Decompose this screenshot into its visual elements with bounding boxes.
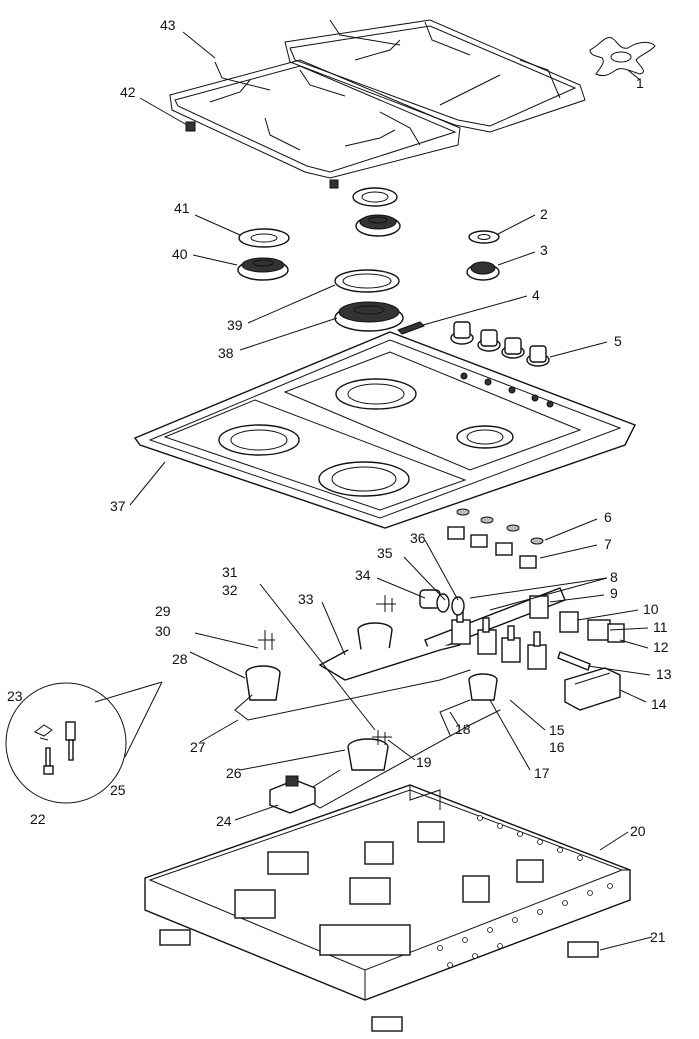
- callout-20: 20: [630, 823, 646, 839]
- callout-23: 23: [7, 688, 23, 704]
- foot: [159, 929, 191, 946]
- callout-labels: 1 2 3 4 5 6 7 8 9 10 11 12 13 14 15 16 1…: [7, 17, 672, 945]
- callout-18: 18: [455, 721, 471, 737]
- detail-inset: [5, 681, 163, 804]
- valve-springs-and-brackets: [447, 508, 544, 569]
- callout-36: 36: [410, 530, 426, 546]
- leader-lines: [129, 31, 653, 951]
- pan-support-grid: [169, 19, 586, 189]
- callout-11: 11: [653, 619, 668, 635]
- callout-8: 8: [610, 569, 618, 585]
- callout-24: 24: [216, 813, 232, 829]
- callout-30: 30: [155, 623, 171, 639]
- base-tray: [144, 784, 631, 1032]
- foot-21: [567, 941, 599, 958]
- callout-40: 40: [172, 246, 188, 262]
- callout-4: 4: [532, 287, 540, 303]
- callout-19: 19: [416, 754, 432, 770]
- callout-39: 39: [227, 317, 243, 333]
- callout-27: 27: [190, 739, 206, 755]
- callout-7: 7: [604, 536, 612, 552]
- callout-6: 6: [604, 509, 612, 525]
- callout-42: 42: [120, 84, 136, 100]
- callout-28: 28: [172, 651, 188, 667]
- callout-1: 1: [636, 75, 644, 91]
- callout-29: 29: [155, 603, 171, 619]
- callout-26: 26: [226, 765, 242, 781]
- hob-top-plate: [133, 331, 636, 529]
- callout-17: 17: [534, 765, 550, 781]
- burner-bodies-and-pipes: [234, 595, 501, 809]
- part-24: [269, 775, 316, 814]
- control-knobs: [450, 321, 550, 367]
- callout-38: 38: [218, 345, 234, 361]
- callout-37: 37: [110, 498, 126, 514]
- callout-31: 31: [222, 564, 238, 580]
- burner-caps: [237, 187, 500, 335]
- callout-22: 22: [30, 811, 46, 827]
- callout-9: 9: [610, 585, 618, 601]
- callout-25: 25: [110, 782, 126, 798]
- callout-32: 32: [222, 582, 238, 598]
- wok-support: [589, 36, 656, 77]
- callout-3: 3: [540, 242, 548, 258]
- callout-15: 15: [549, 722, 565, 738]
- callout-13: 13: [656, 666, 672, 682]
- callout-33: 33: [298, 591, 314, 607]
- callout-5: 5: [614, 333, 622, 349]
- gas-rail-assembly: [419, 587, 625, 711]
- callout-35: 35: [377, 545, 393, 561]
- nut-42: [185, 121, 196, 132]
- callout-21: 21: [650, 929, 666, 945]
- callout-12: 12: [653, 639, 669, 655]
- callout-2: 2: [540, 206, 548, 222]
- callout-41: 41: [174, 200, 190, 216]
- foot: [371, 1016, 403, 1032]
- callout-14: 14: [651, 696, 667, 712]
- callout-10: 10: [643, 601, 659, 617]
- callout-34: 34: [355, 567, 371, 583]
- callout-43: 43: [160, 17, 176, 33]
- part-4: [397, 321, 425, 335]
- callout-16: 16: [549, 739, 565, 755]
